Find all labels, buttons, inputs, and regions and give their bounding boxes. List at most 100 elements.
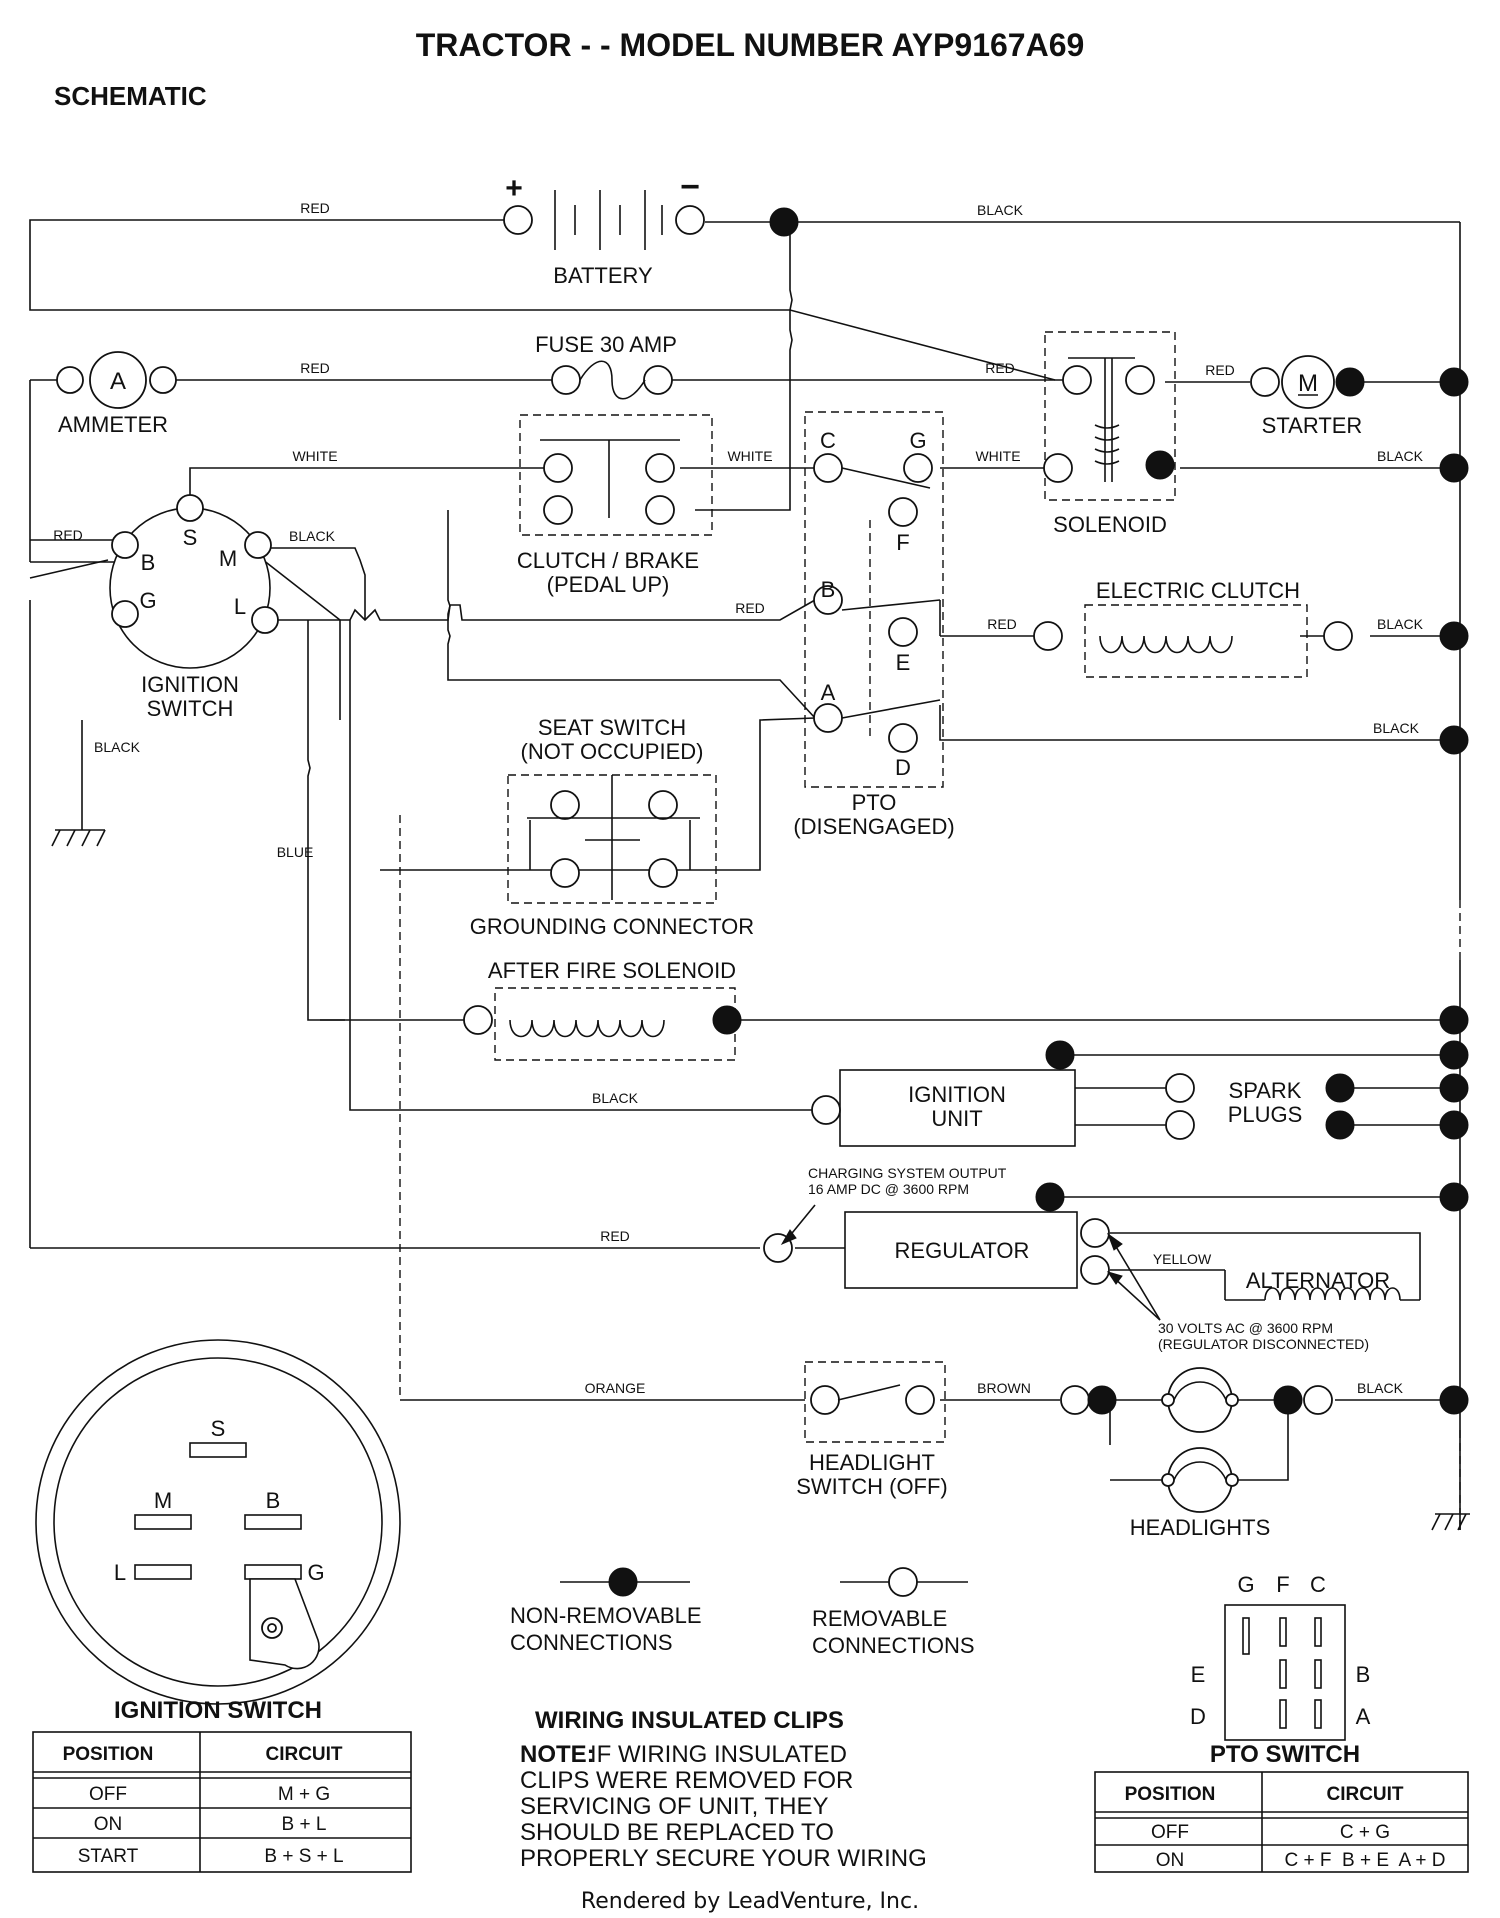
ignition-table-cell: START <box>78 1846 139 1867</box>
ign-face-l: L <box>114 1560 126 1585</box>
headlights-label: HEADLIGHTS <box>1130 1515 1271 1540</box>
ignition-switch-table: IGNITION SWITCH POSITION CIRCUIT OFF M +… <box>32 1697 412 1873</box>
grounding-connector-label: GROUNDING CONNECTOR <box>470 914 754 939</box>
clips-note-line: SHOULD BE REPLACED TO <box>520 1819 834 1846</box>
page-subtitle: SCHEMATIC <box>54 81 207 111</box>
ignition-table-cell: M + G <box>278 1784 330 1805</box>
ignition-switch-label-2: SWITCH <box>147 696 234 721</box>
alternator-label: ALTERNATOR <box>1246 1268 1390 1293</box>
clips-note: WIRING INSULATED CLIPS NOTE: IF WIRING I… <box>520 1707 927 1872</box>
seat-switch-label-1: SEAT SWITCH <box>538 715 686 740</box>
legend: NON-REMOVABLE CONNECTIONS REMOVABLE CONN… <box>510 1567 975 1658</box>
pto-pin-b: B <box>821 577 836 602</box>
legend-non-removable-dot <box>608 1567 638 1597</box>
pto-face-f: F <box>1276 1572 1289 1597</box>
clutch-brake-label-2: (PEDAL UP) <box>547 572 670 597</box>
wire-label-brown: BROWN <box>977 1380 1031 1396</box>
ignition-table-title: IGNITION SWITCH <box>114 1697 322 1724</box>
ign-pin-m: M <box>219 546 237 571</box>
footer-credit: Rendered by LeadVenture, Inc. <box>581 1889 919 1914</box>
ammeter-symbol: A <box>110 368 126 395</box>
alternator-volts-label-1: 30 VOLTS AC @ 3600 RPM <box>1158 1320 1333 1336</box>
after-fire-solenoid-label: AFTER FIRE SOLENOID <box>488 958 736 983</box>
wire-label-red: RED <box>300 200 330 216</box>
wire-label-black: BLACK <box>592 1090 639 1106</box>
headlights: HEADLIGHTS <box>1060 1367 1333 1540</box>
pto-table-cell: ON <box>1156 1850 1185 1871</box>
wire-label-black: BLACK <box>1373 720 1420 736</box>
pto-face-a: A <box>1356 1704 1371 1729</box>
wire-label-orange: ORANGE <box>585 1380 646 1396</box>
pto-pin-d: D <box>895 755 911 780</box>
ignition-table-cell: OFF <box>89 1784 127 1805</box>
fuse-label: FUSE 30 AMP <box>535 332 677 357</box>
pto-face-g: G <box>1237 1572 1254 1597</box>
headlight-switch: HEADLIGHT SWITCH (OFF) <box>796 1361 948 1499</box>
ignition-unit-label-2: UNIT <box>931 1106 982 1131</box>
starter-label: STARTER <box>1262 413 1363 438</box>
fuse: FUSE 30 AMP <box>535 332 677 400</box>
wire-label-yellow: YELLOW <box>1153 1251 1212 1267</box>
pto-switch-face: G F C E B D A <box>1190 1572 1371 1741</box>
ignition-table-cell: ON <box>94 1814 123 1835</box>
pto-label-1: PTO <box>852 790 897 815</box>
wire-label-black: BLACK <box>977 202 1024 218</box>
ground-bus-connections <box>1439 367 1469 1415</box>
solenoid-label: SOLENOID <box>1053 512 1167 537</box>
ign-pin-b: B <box>141 550 156 575</box>
ignition-switch-label-1: IGNITION <box>141 672 239 697</box>
pto-face-d: D <box>1190 1704 1206 1729</box>
wire-label-white: WHITE <box>292 448 337 464</box>
battery-label: BATTERY <box>553 263 653 288</box>
battery-minus-sign: − <box>680 168 700 206</box>
wire-label-red: RED <box>735 600 765 616</box>
spark-plugs-label-2: PLUGS <box>1228 1102 1303 1127</box>
electric-clutch: ELECTRIC CLUTCH <box>1033 578 1353 678</box>
pto-table-cell: C + F B + E A + D <box>1284 1850 1445 1871</box>
regulator: REGULATOR CHARGING SYSTEM OUTPUT 16 AMP … <box>763 1165 1110 1289</box>
pto-pin-f: F <box>896 530 909 555</box>
clips-note-line: SERVICING OF UNIT, THEY <box>520 1793 829 1820</box>
wire-label-red: RED <box>987 616 1017 632</box>
ignition-table-header-position: POSITION <box>63 1744 154 1765</box>
pto-table-title: PTO SWITCH <box>1210 1741 1360 1768</box>
legend-non-removable-2: CONNECTIONS <box>510 1630 673 1655</box>
ground-symbol-right <box>1431 1513 1470 1531</box>
clips-title: WIRING INSULATED CLIPS <box>535 1707 844 1734</box>
wire-label-black: BLACK <box>1377 448 1424 464</box>
wire-label-blue: BLUE <box>277 844 314 860</box>
ign-pin-s: S <box>183 525 198 550</box>
ignition-unit: IGNITION UNIT <box>811 1040 1076 1147</box>
legend-removable-2: CONNECTIONS <box>812 1633 975 1658</box>
pto-switch-table: PTO SWITCH POSITION CIRCUIT OFF C + G ON… <box>1094 1741 1469 1873</box>
pto-pin-e: E <box>896 650 911 675</box>
ignition-table-header-circuit: CIRCUIT <box>265 1744 342 1765</box>
wire-label-red: RED <box>300 360 330 376</box>
clutch-brake-label-1: CLUTCH / BRAKE <box>517 548 699 573</box>
battery: + − BATTERY <box>503 168 705 288</box>
pto-table-header-position: POSITION <box>1125 1784 1216 1805</box>
page-title: TRACTOR - - MODEL NUMBER AYP9167A69 <box>416 27 1085 63</box>
electric-clutch-label: ELECTRIC CLUTCH <box>1096 578 1300 603</box>
clutch-brake-switch: CLUTCH / BRAKE (PEDAL UP) <box>517 414 713 597</box>
ignition-switch-face: S M B L G <box>35 1339 401 1705</box>
solenoid: SOLENOID <box>1043 331 1176 537</box>
after-fire-solenoid: AFTER FIRE SOLENOID <box>463 958 742 1061</box>
clips-note-line: IF WIRING INSULATED <box>590 1741 847 1768</box>
wire-label-black: BLACK <box>94 739 141 755</box>
dashed-wiring <box>399 815 1461 1514</box>
wire-label-white: WHITE <box>727 448 772 464</box>
seat-switch-label-2: (NOT OCCUPIED) <box>521 739 704 764</box>
spark-plugs: SPARK PLUGS <box>1165 1073 1355 1140</box>
clips-note-line: CLIPS WERE REMOVED FOR <box>520 1767 853 1794</box>
ign-face-m: M <box>154 1488 172 1513</box>
wire-label-white: WHITE <box>975 448 1020 464</box>
ign-face-g: G <box>307 1560 324 1585</box>
headlight-switch-label-1: HEADLIGHT <box>809 1450 935 1475</box>
wire-labels: RED BLACK RED RED RED WHITE WHITE WHITE … <box>53 200 1423 1396</box>
ign-pin-g: G <box>139 588 156 613</box>
pto-label-2: (DISENGAGED) <box>793 814 954 839</box>
alternator-volts-label-2: (REGULATOR DISCONNECTED) <box>1158 1336 1369 1352</box>
ignition-unit-label-1: IGNITION <box>908 1082 1006 1107</box>
spark-plugs-label-1: SPARK <box>1229 1078 1302 1103</box>
